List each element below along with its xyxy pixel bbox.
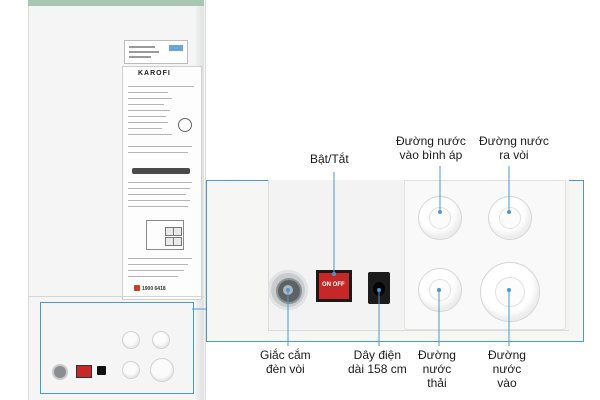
product-label-panel [122,66,202,300]
label-text-line [128,146,192,147]
label-text-line [128,152,188,153]
label-text-line [128,270,184,271]
callout-line-2: nước [492,362,522,376]
connector-panel-outline [40,302,194,394]
installation-diagram [146,220,184,250]
label-text-line [128,200,190,201]
callout-line-1: Dây điện [353,348,402,362]
spec-sticker [124,40,188,64]
port-waste-water [418,268,462,312]
callout-line-1: Đường nước [396,134,466,148]
label-section-bar [132,168,190,174]
callout-power-cord: Dây điện dài 158 cm [348,348,407,376]
label-text-line [128,276,178,277]
label-text-line [128,116,166,117]
small-port-outlet [152,331,170,349]
label-text-line [128,86,194,87]
small-port-waste [122,361,140,379]
callout-power-switch: Bật/Tắt [310,152,349,166]
port-cap [495,277,525,307]
callout-line-3: thải [427,376,447,390]
callout-line-1: Giắc cắm [260,348,311,362]
cabinet-panel-seam [28,296,204,297]
callout-faucet-light-jack: Giắc cắm đèn vòi [260,348,311,376]
callout-line-2: vào bình áp [399,148,463,162]
cabinet-top-strip [28,0,204,6]
label-text-line [128,104,164,105]
small-port-inlet [150,358,174,382]
callout-water-inlet: Đường nước vào [488,348,526,390]
label-text-line [128,182,192,183]
label-text-line [128,110,170,111]
certification-seal [178,118,192,132]
power-socket-small [97,366,106,375]
power-switch [316,270,352,302]
callout-waste-water: Đường nước thải [418,348,456,390]
callout-faucet-outlet: Đường nước ra vòi [479,134,549,162]
label-text-line [128,92,168,93]
callout-dot-inlet [507,288,511,292]
callout-line-1: Đường [488,348,526,362]
label-text-line [128,128,162,129]
callout-dot-tank [438,210,442,214]
callout-line-1: Đường [418,348,456,362]
callout-line-2: nước [422,362,452,376]
callout-line-1: Đường nước [479,134,549,148]
callout-dot-outlet [507,210,511,214]
label-text-line [128,134,172,135]
label-text-line [128,258,192,259]
label-text-line [128,98,172,99]
label-text-line [128,206,188,207]
callout-pressure-tank-inlet: Đường nước vào bình áp [396,134,466,162]
label-text-line [128,188,190,189]
callout-line-2: ra vòi [499,148,529,162]
power-switch-label: ON OFF [322,282,345,288]
callout-dot-switch [332,272,336,276]
callout-line-2: dài 158 cm [348,362,407,376]
power-switch-small [76,365,92,378]
label-text-line [128,122,168,123]
hotline-number: 1900 6418 [142,286,166,292]
label-text-line [128,264,188,265]
label-text-line [128,194,186,195]
callout-dot-cord [377,288,381,292]
phone-icon [134,285,140,291]
small-port-tank [122,331,140,349]
callout-dot-jack [286,288,290,292]
port-cap [499,207,521,229]
brand-logo: KAROFI [138,70,171,77]
callout-line-2: đèn vòi [265,362,305,376]
callout-dot-waste [437,288,441,292]
faucet-light-jack-small [52,364,68,380]
callout-line-3: vào [497,376,517,390]
